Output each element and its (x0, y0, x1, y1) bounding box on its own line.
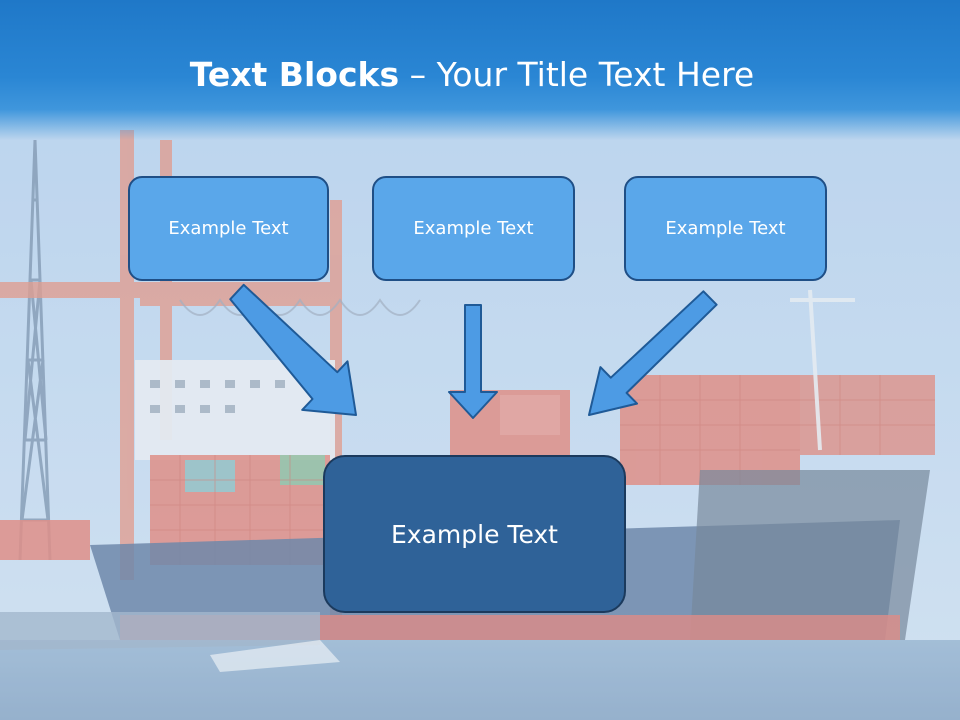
text-block-2-label: Example Text (413, 218, 534, 239)
title-bar (0, 0, 960, 140)
text-block-3[interactable]: Example Text (624, 176, 827, 281)
arrow-right-icon (588, 290, 718, 416)
slide-title: Text Blocks – Your Title Text Here (0, 52, 944, 98)
text-block-2[interactable]: Example Text (372, 176, 575, 281)
target-text-block-label: Example Text (391, 519, 558, 549)
title-rest: Your Title Text Here (436, 55, 755, 94)
target-text-block[interactable]: Example Text (323, 455, 626, 613)
arrow-left-icon (229, 283, 357, 416)
text-block-3-label: Example Text (665, 218, 786, 239)
text-block-1[interactable]: Example Text (128, 176, 329, 281)
title-dash: – (399, 55, 437, 94)
arrow-center-icon (448, 304, 498, 419)
text-block-1-label: Example Text (168, 218, 289, 239)
title-bold: Text Blocks (189, 55, 400, 94)
